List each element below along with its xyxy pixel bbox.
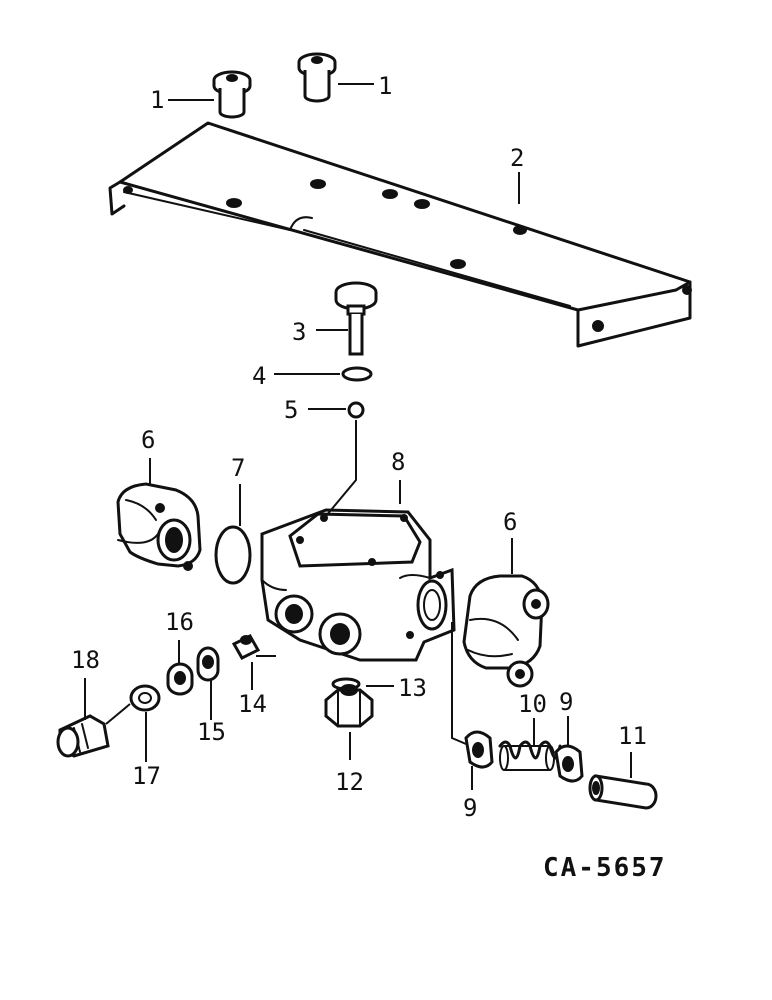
part-2-mounting-bracket bbox=[108, 121, 692, 348]
callout-10: 10 bbox=[518, 690, 547, 718]
callout-11: 11 bbox=[618, 722, 647, 750]
callout-2: 2 bbox=[510, 144, 524, 172]
part-1-bushing-left bbox=[212, 70, 252, 119]
part-18-fitting bbox=[56, 714, 110, 758]
part-1-bushing-right bbox=[297, 52, 337, 103]
part-9-washer-right bbox=[554, 744, 584, 783]
callout-15: 15 bbox=[197, 718, 226, 746]
part-6-flange-left bbox=[116, 482, 202, 571]
callout-12: 12 bbox=[335, 768, 364, 796]
part-15-sleeve bbox=[196, 646, 220, 682]
callout-9-right: 9 bbox=[559, 688, 573, 716]
callout-labels: 1 1 2 3 4 5 6 6 7 8 9 9 10 11 12 13 14 1… bbox=[71, 72, 647, 822]
part-5-ball bbox=[347, 401, 365, 419]
callout-18: 18 bbox=[71, 646, 100, 674]
drawing-code: CA-5657 bbox=[543, 853, 667, 883]
part-11-pin bbox=[588, 774, 658, 810]
part-12-nut bbox=[324, 684, 374, 728]
callout-8: 8 bbox=[391, 448, 405, 476]
part-17-washer bbox=[129, 684, 161, 712]
callout-7: 7 bbox=[231, 454, 245, 482]
callout-1-right: 1 bbox=[378, 72, 392, 100]
part-3-plunger bbox=[334, 281, 378, 356]
callout-3: 3 bbox=[292, 318, 306, 346]
callout-9-left: 9 bbox=[463, 794, 477, 822]
leader-lines bbox=[84, 83, 632, 790]
callout-14: 14 bbox=[238, 690, 267, 718]
part-9-washer-left bbox=[464, 730, 494, 769]
part-4-o-ring bbox=[341, 366, 373, 382]
callout-16: 16 bbox=[165, 608, 194, 636]
callout-1-left: 1 bbox=[150, 86, 164, 114]
part-10-spring bbox=[498, 740, 562, 771]
callout-5: 5 bbox=[284, 396, 298, 424]
part-8-valve-body bbox=[260, 508, 456, 662]
part-16-ferrule bbox=[166, 662, 194, 696]
callout-4: 4 bbox=[252, 362, 266, 390]
callout-6-left: 6 bbox=[141, 426, 155, 454]
callout-13: 13 bbox=[398, 674, 427, 702]
part-14-fitting bbox=[231, 634, 261, 660]
part-7-o-ring bbox=[214, 525, 252, 585]
callout-6-right: 6 bbox=[503, 508, 517, 536]
part-13-o-ring bbox=[331, 677, 361, 691]
part-6-flange-right bbox=[462, 574, 550, 688]
callout-17: 17 bbox=[132, 762, 161, 790]
